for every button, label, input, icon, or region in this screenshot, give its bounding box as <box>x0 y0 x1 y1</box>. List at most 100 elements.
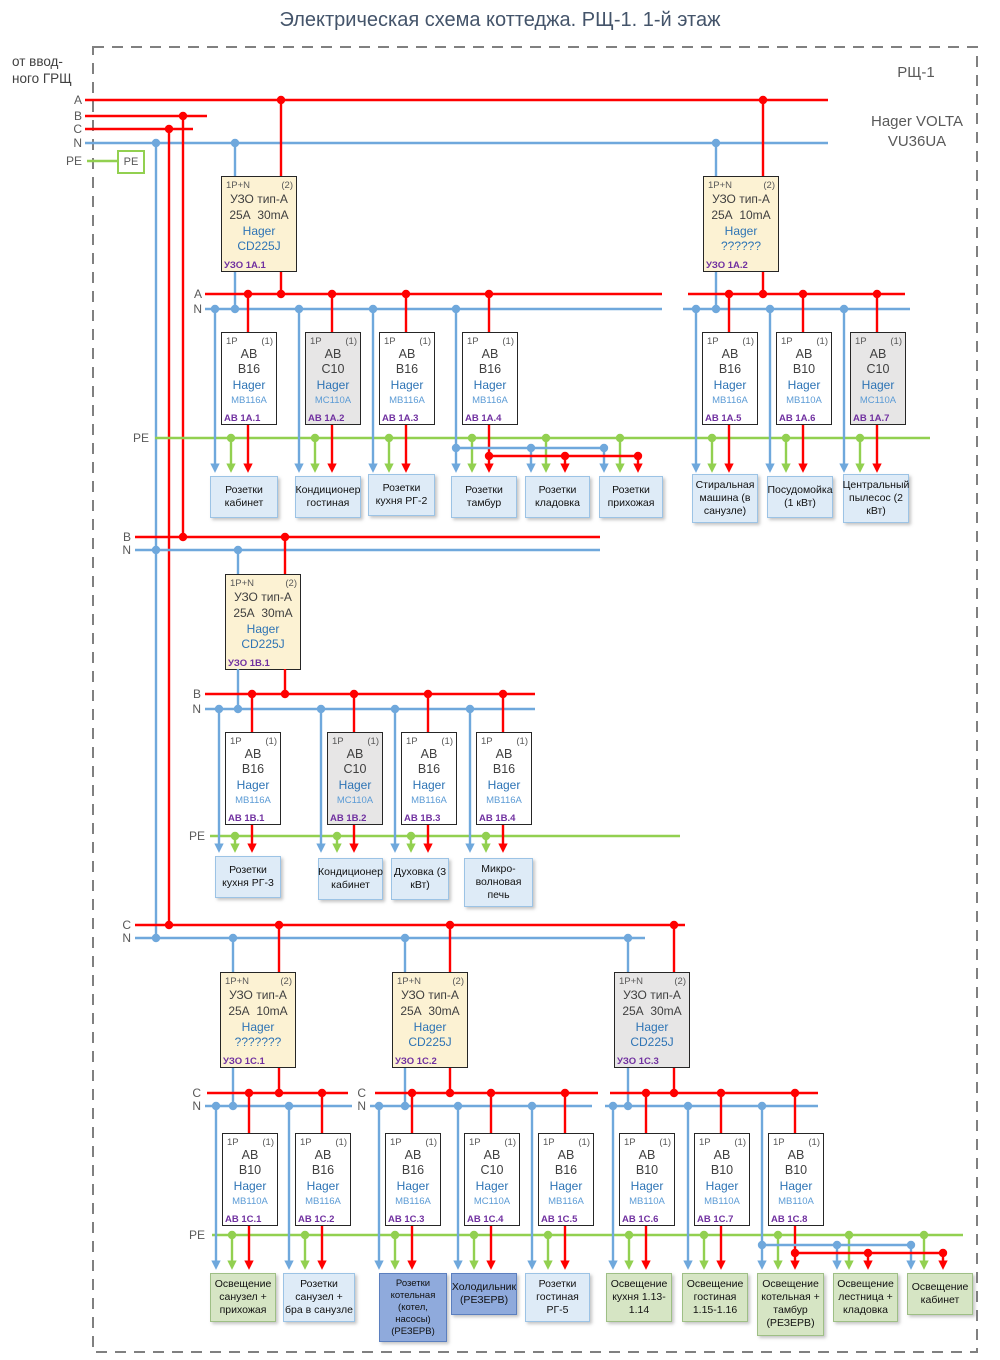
breaker-tag: АВ 1С.7 <box>697 1214 734 1225</box>
breaker-qty: (1) <box>335 1137 347 1148</box>
rcd-rating: 25А 30mA <box>622 1004 682 1018</box>
breaker-brand: Hager <box>549 1179 583 1193</box>
breaker-header: 1P(1) <box>695 1134 749 1148</box>
bus-label-c: C <box>73 122 82 136</box>
breaker-kind: АВ <box>240 347 258 361</box>
breaker-brand: Hager <box>705 1179 739 1193</box>
breaker-tag: АВ 1С.8 <box>771 1214 808 1225</box>
bus-c-label: C <box>122 918 131 932</box>
bus-b-label: B <box>122 530 131 544</box>
breaker-curve: B16 <box>241 762 265 776</box>
rcd-qty: (2) <box>674 976 686 987</box>
breaker-kind: АВ <box>404 1148 422 1162</box>
breaker-tag: АВ 1В.2 <box>330 813 367 824</box>
breaker-curve: C10 <box>343 762 367 776</box>
breaker-model: MB110A <box>704 1196 740 1207</box>
breaker-tag: АВ 1С.1 <box>225 1214 262 1225</box>
breaker-brand: Hager <box>630 1179 664 1193</box>
rcd-model: ??????? <box>234 1035 282 1049</box>
breaker-curve: B10 <box>238 1163 262 1177</box>
breaker-qty: (1) <box>419 336 431 347</box>
source-line2: ного ГРЩ <box>12 71 72 86</box>
breaker-kind: АВ <box>244 747 262 761</box>
rcd-tag: УЗО 1А.2 <box>706 260 748 271</box>
load-box: Розетки гостиная РГ-5 <box>525 1273 590 1323</box>
breaker-kind: АВ <box>869 347 887 361</box>
load-box: Розетки тамбур <box>451 476 517 518</box>
breaker-qty: (1) <box>578 1137 590 1148</box>
breaker-model: MC110A <box>314 395 352 406</box>
breaker-qty: (1) <box>261 336 273 347</box>
breaker-brand: Hager <box>473 378 507 392</box>
load-box: Освещение гостиная 1.15-1.16 <box>682 1273 748 1323</box>
bus-label-pe: PE <box>65 154 82 168</box>
breaker-kind: АВ <box>557 1148 575 1162</box>
breaker-brand: Hager <box>475 1179 509 1193</box>
rcd-brand: Hager <box>724 224 758 238</box>
breaker-tag: АВ 1С.5 <box>541 1214 578 1225</box>
rcd-brand: Hager <box>413 1020 447 1034</box>
breaker-curve: B16 <box>492 762 516 776</box>
rcd-tag: УЗО 1С.1 <box>223 1056 265 1067</box>
breaker-poles: 1P <box>230 736 242 747</box>
rcd-brand: Hager <box>246 622 280 636</box>
breaker-brand: Hager <box>233 1179 267 1193</box>
breaker-tag: АВ 1А.2 <box>308 413 345 424</box>
rcd-header: 1P+N(2) <box>221 973 295 987</box>
rcd-header: 1P+N(2) <box>393 973 467 987</box>
breaker-model: MB116A <box>472 395 508 406</box>
breaker-qty: (1) <box>516 736 528 747</box>
breaker-poles: 1P <box>406 736 418 747</box>
breaker-kind: АВ <box>795 347 813 361</box>
rcd-model: CD225J <box>241 637 285 651</box>
breaker-poles: 1P <box>707 336 719 347</box>
breaker-kind: АВ <box>721 347 739 361</box>
breaker-brand: Hager <box>787 378 821 392</box>
rcd-rating: 25А 30mA <box>400 1004 460 1018</box>
breaker-header: 1P(1) <box>851 333 905 347</box>
load-box: Освещение кабинет <box>907 1273 973 1315</box>
breaker-model: MB116A <box>411 795 447 806</box>
rcd-tag: УЗО 1С.2 <box>395 1056 437 1067</box>
breaker-poles: 1P <box>300 1137 312 1148</box>
breaker-header: 1P(1) <box>703 333 757 347</box>
breaker-header: 1P(1) <box>539 1134 593 1148</box>
pe-row2-label: PE <box>188 829 207 843</box>
rcd-header: 1P+N(2) <box>704 177 778 191</box>
breaker-model: MB110A <box>786 395 822 406</box>
breaker-tag: АВ 1В.4 <box>479 813 516 824</box>
breaker-brand: Hager <box>487 778 521 792</box>
breaker-poles: 1P <box>773 1137 785 1148</box>
breaker-curve: C10 <box>480 1163 504 1177</box>
panel-model-line2: VU36UA <box>887 133 947 150</box>
rcd-type: УЗО тип-А <box>623 988 681 1002</box>
breaker-header: 1P(1) <box>477 733 531 747</box>
rcd-qty: (2) <box>280 976 292 987</box>
rcd-type: УЗО тип-А <box>229 988 287 1002</box>
load-box: Духовка (3 кВт) <box>391 858 449 900</box>
rcd-header: 1P+N(2) <box>222 177 296 191</box>
breaker-kind: АВ <box>346 747 364 761</box>
breaker-curve: B16 <box>311 1163 335 1177</box>
subbus-a-label-a: A <box>193 287 202 301</box>
breaker-qty: (1) <box>265 736 277 747</box>
junction-dots <box>151 95 948 1258</box>
breaker-kind: АВ <box>787 1148 805 1162</box>
breaker-curve: B16 <box>401 1163 425 1177</box>
subbus-a-label-n: N <box>193 302 202 316</box>
breaker-qty: (1) <box>367 736 379 747</box>
subbus-c1-label-n: N <box>192 1099 201 1113</box>
breaker-tag: АВ 1А.3 <box>382 413 419 424</box>
breaker-tag: АВ 1А.7 <box>853 413 890 424</box>
breaker-header: 1P(1) <box>380 333 434 347</box>
breaker-header: 1P(1) <box>222 333 276 347</box>
breaker-model: MB116A <box>231 395 267 406</box>
breaker-curve: B16 <box>478 362 502 376</box>
